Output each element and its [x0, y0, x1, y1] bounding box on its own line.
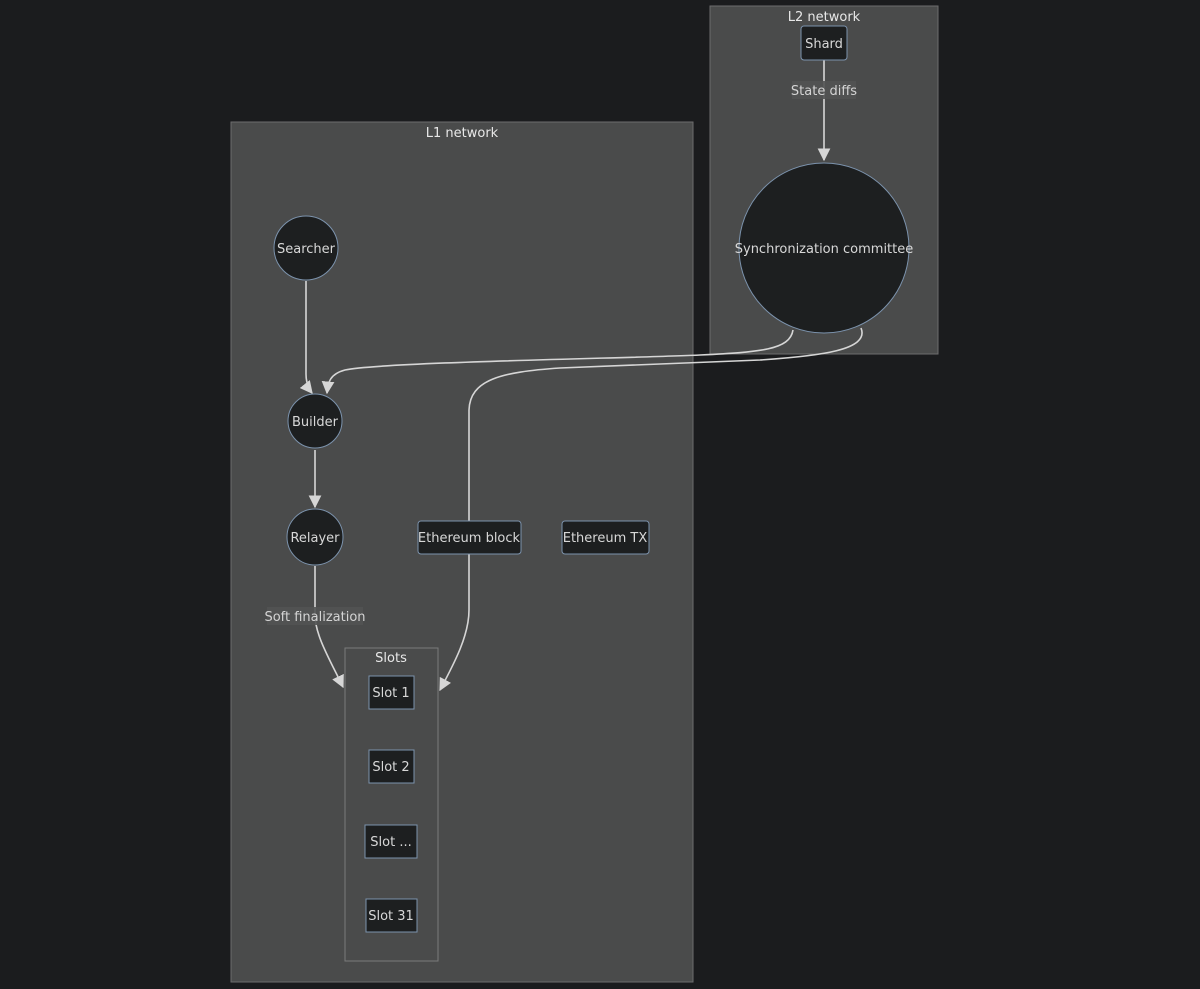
searcher-label: Searcher	[277, 242, 336, 257]
node-slot-2[interactable]: Slot 2	[368, 749, 415, 784]
node-slot-ellipsis[interactable]: Slot ...	[364, 824, 418, 859]
node-searcher[interactable]: Searcher	[273, 215, 339, 281]
edge-ethereum-block-to-slots	[439, 554, 470, 692]
synchronization-committee-label: Synchronization committee	[735, 242, 914, 257]
edge-label-soft-finalization: Soft finalization	[264, 607, 366, 625]
ethereum-tx-label: Ethereum TX	[563, 531, 648, 546]
node-builder[interactable]: Builder	[287, 393, 343, 449]
edge-sync-committee-to-ethereum-block	[468, 327, 863, 521]
state-diffs-label: State diffs	[791, 84, 857, 99]
edge-sync-committee-to-builder	[321, 329, 794, 395]
shard-label: Shard	[805, 37, 843, 52]
l1-network-title: L1 network	[426, 126, 499, 141]
node-ethereum-block[interactable]: Ethereum block	[417, 520, 522, 555]
soft-finalization-label: Soft finalization	[264, 610, 365, 625]
builder-label: Builder	[292, 415, 339, 430]
ethereum-block-label: Ethereum block	[418, 531, 521, 546]
node-ethereum-tx[interactable]: Ethereum TX	[561, 520, 650, 555]
relayer-label: Relayer	[290, 531, 340, 546]
slot-1-label: Slot 1	[372, 686, 409, 701]
slots-title: Slots	[375, 651, 407, 666]
node-slot-31[interactable]: Slot 31	[365, 898, 418, 933]
slot-31-label: Slot 31	[368, 909, 414, 924]
node-relayer[interactable]: Relayer	[286, 508, 344, 566]
slot-2-label: Slot 2	[372, 760, 409, 775]
slot-ellipsis-label: Slot ...	[370, 835, 411, 850]
node-synchronization-committee[interactable]: Synchronization committee	[735, 162, 914, 334]
l2-network-title: L2 network	[788, 10, 861, 25]
edge-label-state-diffs: State diffs	[791, 81, 857, 99]
edge-searcher-to-builder	[299, 281, 313, 394]
node-slot-1[interactable]: Slot 1	[368, 675, 415, 710]
node-shard[interactable]: Shard	[800, 25, 848, 61]
